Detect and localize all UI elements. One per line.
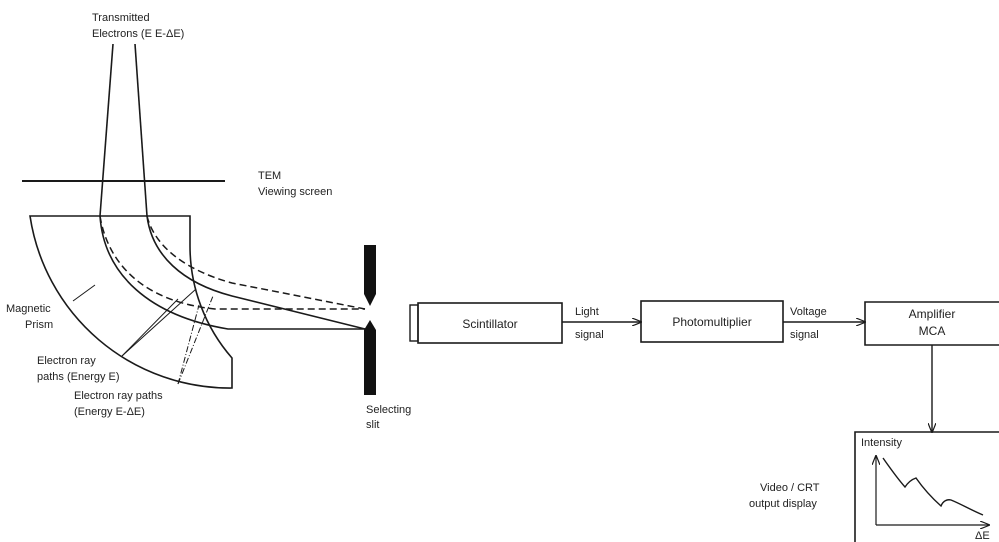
video-crt-label-line1: Video / CRT [760, 482, 820, 494]
intensity-label: Intensity [861, 437, 902, 449]
voltage-signal-label-line1: Voltage [790, 306, 827, 318]
photomultiplier-label: Photomultiplier [672, 315, 751, 329]
scintillator-box [417, 302, 563, 344]
ray-paths-energy-e [99, 215, 366, 330]
ray-pointer-lines [72, 284, 214, 385]
slit-label-line2: slit [366, 419, 379, 431]
magnetic-prism-label-line2: Prism [25, 319, 53, 331]
tem-label-line1: TEM [258, 170, 281, 182]
tem-label-line2: Viewing screen [258, 186, 332, 198]
ray-paths-energy-e-minus-de [99, 215, 366, 310]
amplifier-label-line2: MCA [919, 324, 946, 338]
voltage-signal-label-line2: signal [790, 329, 819, 341]
transmitted-label-line1: Transmitted [92, 12, 150, 24]
light-signal-label-line2: signal [575, 329, 604, 341]
transmitted-label-line2: Electrons (E E-ΔE) [92, 28, 184, 40]
slit-label-line1: Selecting [366, 404, 411, 416]
selecting-slit [364, 245, 376, 395]
transmitted-electron-beam [99, 43, 148, 217]
video-crt-label-line2: output display [749, 498, 817, 510]
light-signal-label-line1: Light [575, 306, 599, 318]
scintillator-front-plate [409, 304, 419, 342]
ray-de-label-line2: (Energy E-ΔE) [74, 406, 145, 418]
spectrum-curve [882, 457, 984, 516]
delta-e-axis-label: ΔE [975, 530, 990, 542]
amplifier-label-line1: Amplifier [909, 307, 956, 321]
scintillator-label: Scintillator [462, 317, 517, 331]
magnetic-prism-label-line1: Magnetic [6, 303, 51, 315]
ray-de-label-line1: Electron ray paths [74, 390, 163, 402]
crt-display-frame [854, 431, 999, 542]
ray-e-label-line2: paths (Energy E) [37, 371, 120, 383]
ray-e-label-line1: Electron ray [37, 355, 96, 367]
